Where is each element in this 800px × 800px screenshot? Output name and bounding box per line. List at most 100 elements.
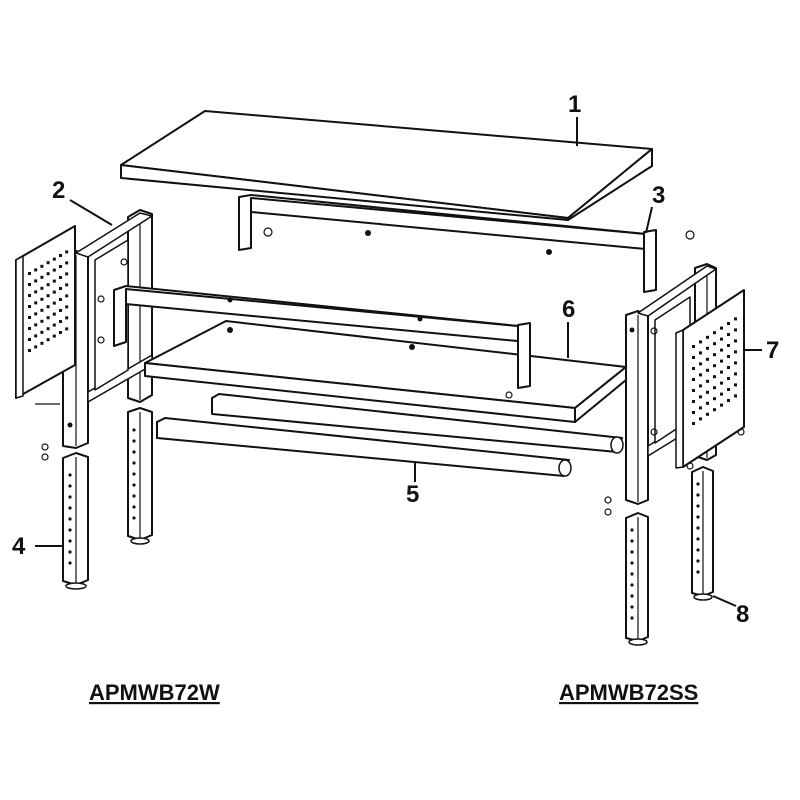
leg-adjust-hole <box>132 472 136 476</box>
perforation-hole <box>28 283 31 286</box>
perforation-hole <box>52 279 56 283</box>
perforation-hole <box>734 383 737 387</box>
perforation-hole <box>727 377 730 380</box>
perforation-hole <box>713 364 716 368</box>
leg-adjust-hole <box>68 473 72 477</box>
perforation-hole <box>40 330 44 334</box>
perforation-hole <box>52 323 56 327</box>
perforation-hole <box>720 326 723 330</box>
perforation-hole <box>52 257 56 261</box>
perforation-hole <box>40 264 44 268</box>
perforation-hole <box>65 261 69 265</box>
leg-adjust-hole <box>630 539 634 543</box>
perforation-hole <box>720 359 723 363</box>
perforation-hole <box>28 327 31 330</box>
perforation-hole <box>52 290 56 294</box>
perforation-hole <box>28 316 31 319</box>
perforation-hole <box>28 338 31 341</box>
leader-lines <box>35 117 762 607</box>
perforation-hole <box>692 422 695 425</box>
leg-adjust-hole <box>630 572 634 576</box>
leg-adjust-hole <box>696 504 700 508</box>
perforation-hole <box>34 312 38 316</box>
leg-adjust-hole <box>68 539 72 543</box>
leg-adjust-hole <box>696 548 700 552</box>
leg-adjust-hole <box>630 528 634 532</box>
leg-adjust-hole <box>696 515 700 519</box>
perforation-hole <box>727 333 730 336</box>
perforation-hole <box>28 294 31 297</box>
perforation-hole <box>65 283 69 287</box>
perforation-hole <box>713 375 716 379</box>
callout-7: 7 <box>766 337 779 364</box>
perforation-hole <box>34 301 38 305</box>
perforation-hole <box>65 250 69 254</box>
perforation-hole <box>720 337 723 341</box>
leg-adjust-hole <box>696 526 700 530</box>
perforation-hole <box>699 362 702 366</box>
perforation-hole <box>734 394 737 398</box>
leg-adjust-hole <box>630 561 634 565</box>
part-4-left-legs <box>35 403 153 590</box>
perforation-hole <box>34 345 38 349</box>
perforation-hole <box>706 346 709 350</box>
part-6-shelf <box>144 320 627 423</box>
leg-adjust-hole <box>132 483 136 487</box>
perforation-hole <box>46 327 50 331</box>
perforation-hole <box>52 301 56 305</box>
perforation-hole <box>706 390 709 394</box>
leader-3 <box>645 206 653 234</box>
perforation-hole <box>734 328 737 332</box>
leg-adjust-hole <box>696 482 700 486</box>
perforation-hole <box>34 268 38 272</box>
perforation-hole <box>692 345 695 348</box>
perforation-hole <box>46 272 50 276</box>
perforation-hole <box>713 331 716 335</box>
leader-2 <box>69 199 113 226</box>
perforation-hole <box>59 254 62 257</box>
perforation-hole <box>699 406 702 410</box>
perforation-hole <box>52 268 56 272</box>
perforation-hole <box>52 312 56 316</box>
perforation-hole <box>59 331 62 334</box>
perforation-hole <box>727 366 730 369</box>
perforation-hole <box>727 388 730 391</box>
leg-adjust-hole <box>132 505 136 509</box>
leg-adjust-hole <box>696 493 700 497</box>
perforation-hole <box>692 356 695 359</box>
perforation-hole <box>699 373 702 377</box>
leader-8 <box>712 595 737 607</box>
perforation-hole <box>727 322 730 325</box>
perforation-hole <box>692 378 695 381</box>
perforation-hole <box>720 381 723 385</box>
perforation-hole <box>734 317 737 321</box>
leg-adjust-hole <box>68 495 72 499</box>
perforation-hole <box>40 286 44 290</box>
leg-adjust-hole <box>68 506 72 510</box>
leg-adjust-hole <box>68 484 72 488</box>
perforation-hole <box>46 261 50 265</box>
perforation-hole <box>59 320 62 323</box>
callout-1: 1 <box>568 91 581 118</box>
part-7-right-perforated-panel <box>675 289 745 469</box>
leg-adjust-hole <box>68 550 72 554</box>
perforation-hole <box>706 357 709 361</box>
perforation-hole <box>699 351 702 355</box>
perforation-hole <box>59 309 62 312</box>
callout-5: 5 <box>406 481 419 508</box>
leg-adjust-hole <box>696 559 700 563</box>
perforation-hole <box>706 335 709 339</box>
perforation-hole <box>706 412 709 416</box>
leg-adjust-hole <box>696 537 700 541</box>
callouts: 1 2 3 4 5 6 7 8 <box>12 91 779 628</box>
perforation-hole <box>699 417 702 421</box>
perforation-hole <box>34 334 38 338</box>
callout-3: 3 <box>652 182 665 209</box>
part-1-worktop <box>120 110 653 221</box>
leg-adjust-hole <box>132 450 136 454</box>
perforation-hole <box>699 395 702 399</box>
part-3-rear-rail <box>238 194 695 293</box>
perforation-hole <box>46 294 50 298</box>
perforation-hole <box>699 384 702 388</box>
leg-adjust-hole <box>132 428 136 432</box>
